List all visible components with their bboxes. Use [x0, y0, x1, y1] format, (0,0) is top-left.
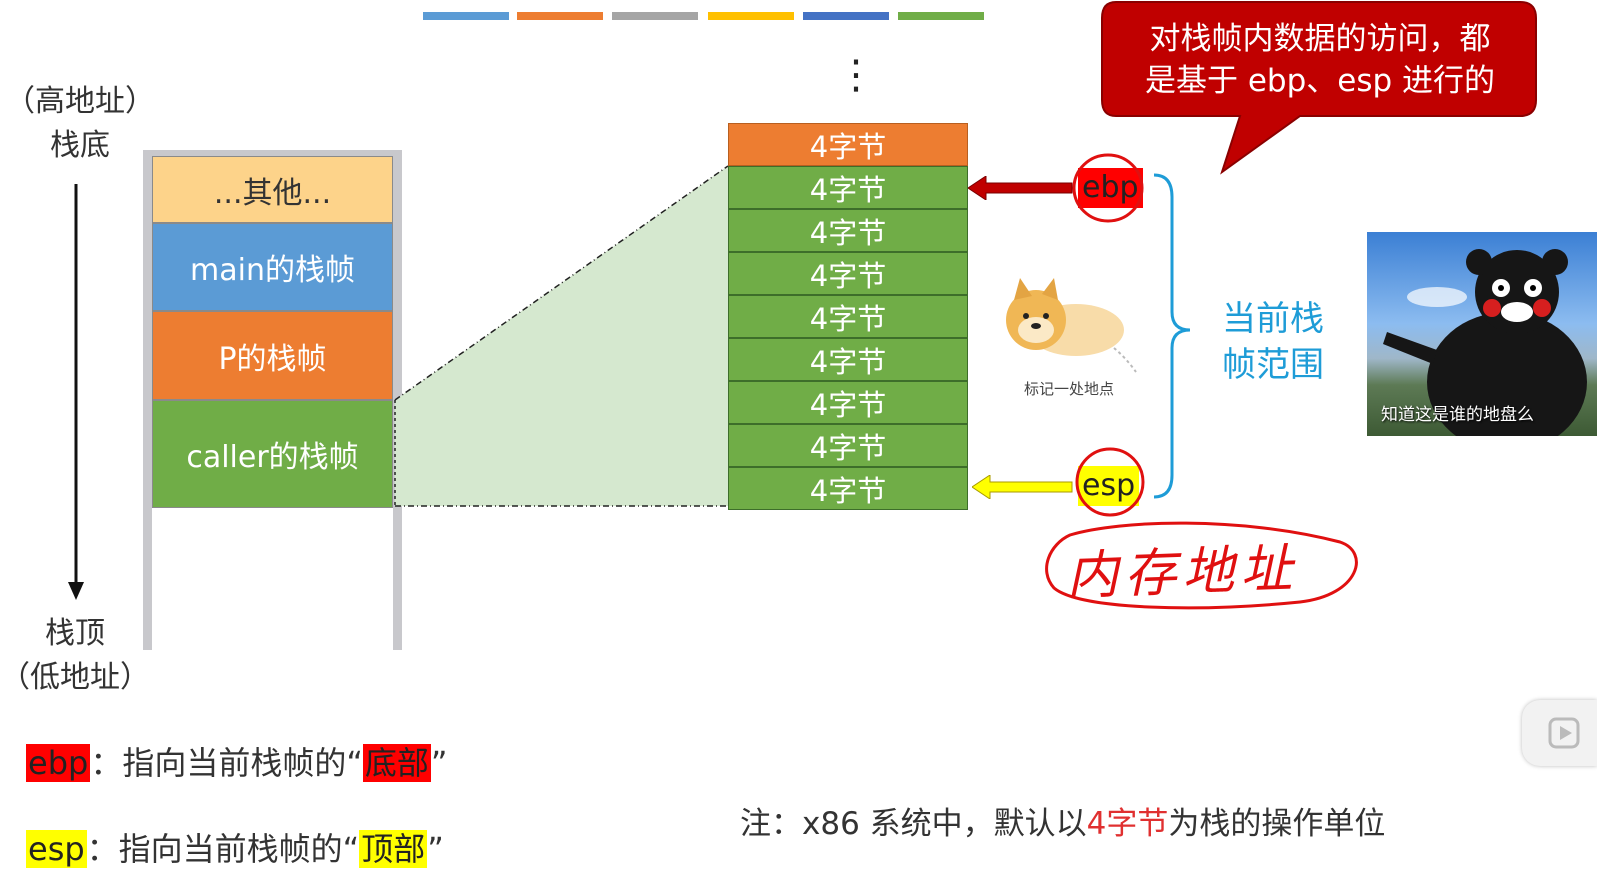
stack-cell-label: 4字节: [809, 473, 887, 508]
esp-arrow-icon: [972, 475, 1073, 499]
ebp-arrow-icon: [968, 176, 1073, 200]
color-bar-1: [423, 12, 509, 20]
stack-cell-2: 4字节: [728, 209, 968, 252]
esp-legend-tag: esp: [26, 830, 87, 868]
stack-cell-7: 4字节: [728, 424, 968, 467]
color-bar-4: [708, 12, 794, 20]
bear-mascot-icon: [1383, 249, 1587, 436]
side-play-button[interactable]: [1522, 700, 1597, 766]
ebp-register-tag: ebp: [1078, 168, 1143, 208]
play-icon: [1548, 717, 1580, 749]
stack-wall-top: [143, 150, 402, 156]
low-address-text: （低地址）: [0, 660, 150, 695]
unit-note-suffix: 为栈的操作单位: [1168, 806, 1386, 842]
color-bar-3: [612, 12, 698, 20]
stack-cell-8: 4字节: [728, 467, 968, 510]
high-address-label: （高地址） 栈底: [0, 80, 160, 168]
annotation-circles: [1045, 153, 1358, 610]
continuation-dots: ⋮: [836, 52, 876, 98]
frame-main-label: main的栈帧: [190, 253, 355, 288]
sticker-caption: 标记一处地点: [1024, 380, 1115, 398]
frame-p-label: P的栈帧: [218, 341, 327, 377]
unit-note-highlight: 4字节: [1086, 806, 1169, 842]
frame-main: main的栈帧: [152, 223, 393, 311]
esp-legend-highlight: 顶部: [359, 830, 428, 868]
low-address-label: 栈顶 （低地址）: [0, 612, 150, 700]
meme-image: 知道这是谁的地盘么: [1367, 232, 1597, 436]
ebp-register-label: ebp: [1082, 170, 1139, 205]
callout-line1: 对栈帧内数据的访问，都: [1149, 21, 1491, 57]
callout-text: 对栈帧内数据的访问，都 是基于 ebp、esp 进行的: [1110, 18, 1530, 102]
stack-cell-6: 4字节: [728, 381, 968, 424]
stack-cell-label: 4字节: [809, 430, 887, 465]
range-brace-icon: [1153, 173, 1191, 499]
stack-cell-3: 4字节: [728, 252, 968, 295]
meme-caption: 知道这是谁的地盘么: [1381, 405, 1534, 425]
current-frame-range-label: 当前栈 帧范围: [1218, 296, 1328, 388]
stack-cell-label: 4字节: [809, 301, 887, 336]
unit-note: 注：x86 系统中，默认以4字节为栈的操作单位: [740, 798, 1385, 843]
handwritten-note: 内存地址: [1065, 526, 1299, 609]
frame-other: ...其他...: [152, 156, 393, 223]
high-address-text: （高地址）: [5, 84, 155, 119]
frame-caller-label: caller的栈帧: [186, 440, 359, 475]
esp-legend-text: ：指向当前栈帧的“: [86, 830, 360, 868]
color-bar-6: [898, 12, 984, 20]
stack-cell-label: 4字节: [809, 172, 887, 207]
range-label-line2: 帧范围: [1222, 345, 1324, 385]
ebp-legend-tag: ebp: [26, 744, 91, 782]
frame-other-label: ...其他...: [213, 175, 332, 211]
stack-cell-label: 4字节: [809, 387, 887, 422]
stack-cell-label: 4字节: [809, 344, 887, 379]
frame-caller: caller的栈帧: [152, 400, 393, 508]
stack-cell-1: 4字节: [728, 166, 968, 209]
doge-dog-icon: [1006, 278, 1137, 373]
stack-cell-5: 4字节: [728, 338, 968, 381]
ebp-legend-text: ：指向当前栈帧的“: [90, 744, 363, 782]
esp-register-label: esp: [1082, 468, 1136, 503]
ebp-legend: ebp：指向当前栈帧的“底部”: [26, 738, 448, 784]
esp-legend-close: ”: [427, 830, 444, 868]
color-bar-2: [517, 12, 603, 20]
stack-top-text: 栈顶: [45, 616, 105, 651]
stack-cell-label: 4字节: [809, 129, 887, 164]
ebp-legend-highlight: 底部: [362, 744, 431, 782]
range-label-line1: 当前栈: [1222, 299, 1324, 339]
stack-cell-0: 4字节: [728, 123, 968, 166]
esp-legend: esp：指向当前栈帧的“顶部”: [26, 824, 444, 870]
stack-cell-4: 4字节: [728, 295, 968, 338]
ebp-legend-close: ”: [430, 744, 448, 782]
callout-line2: 是基于 ebp、esp 进行的: [1144, 63, 1496, 99]
unit-note-prefix: 注：x86 系统中，默认以: [740, 806, 1087, 842]
frame-p: P的栈帧: [152, 311, 393, 400]
stack-bottom-text: 栈底: [50, 128, 110, 163]
stack-cell-label: 4字节: [809, 215, 887, 250]
handwritten-note-text: 内存地址: [1065, 538, 1300, 608]
stack-wall-left: [143, 150, 152, 650]
color-bar-5: [803, 12, 889, 20]
callout-bubble: [1101, 1, 1537, 175]
doge-sticker: 标记一处地点: [996, 278, 1156, 403]
down-arrow-icon: [68, 184, 84, 600]
stack-cell-label: 4字节: [809, 258, 887, 293]
esp-register-tag: esp: [1078, 466, 1140, 506]
